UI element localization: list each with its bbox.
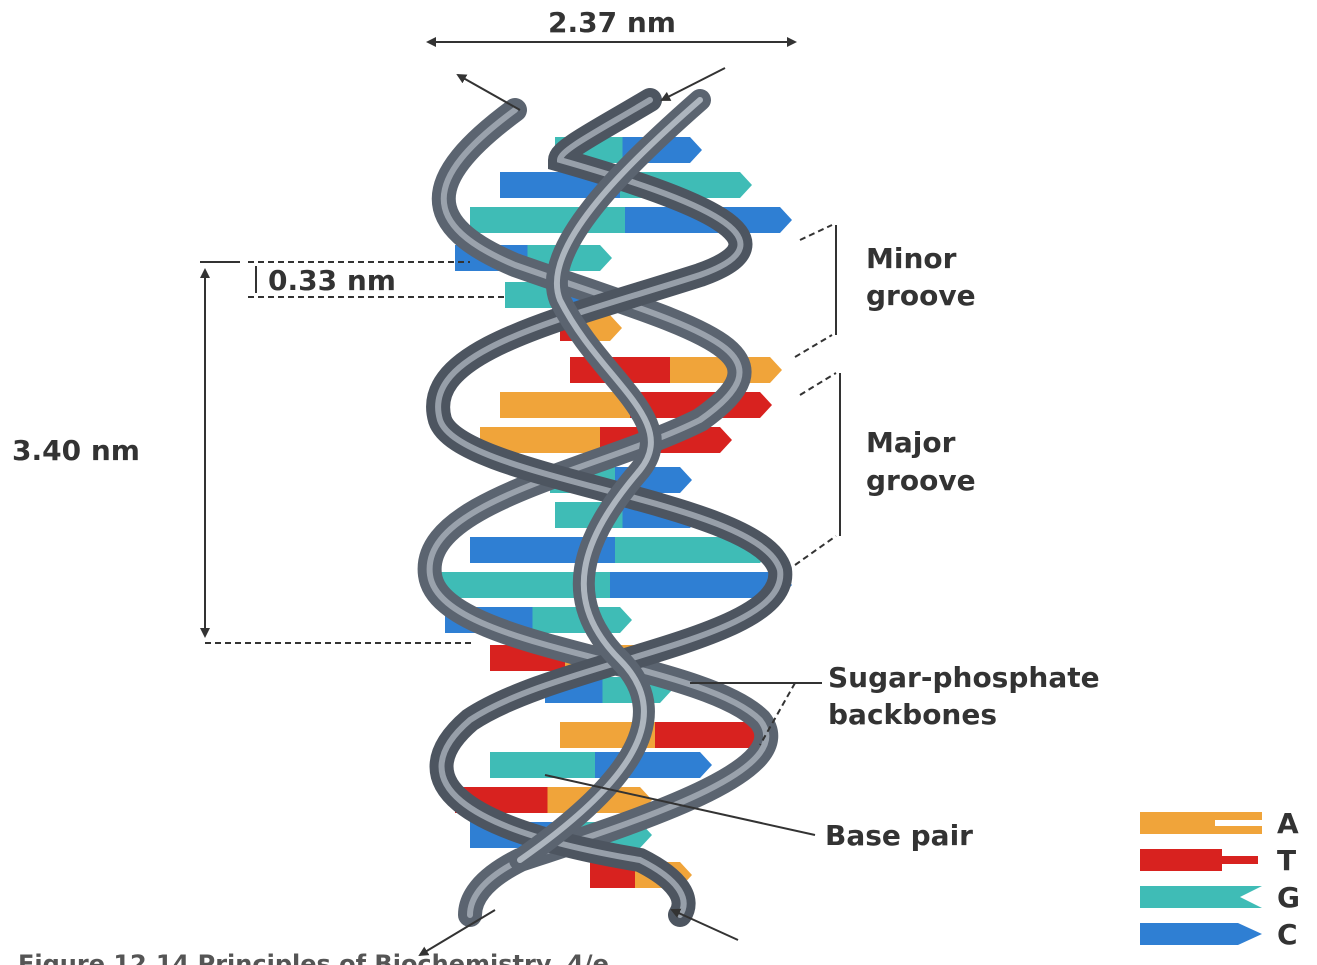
base-pair-label: Base pair (825, 819, 973, 852)
minor-groove-bracket: Minor groove (795, 225, 976, 357)
backbone-label-line2: backbones (828, 698, 997, 731)
legend-swatch-t (1140, 849, 1258, 871)
figure-caption: Figure 12.14 Principles of Biochemistry,… (18, 950, 609, 965)
major-groove-label-line2: groove (866, 464, 976, 497)
width-label: 2.37 nm (548, 6, 676, 39)
pitch-dimension: 3.40 nm (12, 262, 475, 643)
base-T-16 (655, 722, 762, 748)
base-legend: ATGC (1140, 807, 1300, 951)
base-G-17 (490, 752, 595, 778)
base-A-7 (500, 392, 630, 418)
legend-swatch-c (1140, 923, 1262, 945)
backbone-label-line1: Sugar-phosphate (828, 661, 1100, 694)
legend-label-a: A (1277, 807, 1299, 840)
legend-swatch-a (1140, 812, 1262, 834)
minor-groove-label-line2: groove (866, 279, 976, 312)
rise-label: 0.33 nm (268, 264, 396, 297)
legend-label-g: G (1277, 881, 1300, 914)
major-groove-bracket: Major groove (795, 373, 976, 565)
pitch-label: 3.40 nm (12, 434, 140, 467)
major-groove-label-line1: Major (866, 426, 956, 459)
width-dimension: 2.37 nm (428, 6, 795, 42)
legend-label-c: C (1277, 918, 1298, 951)
legend-swatch-g (1140, 886, 1262, 908)
minor-groove-label-line1: Minor (866, 242, 957, 275)
legend-label-t: T (1277, 844, 1296, 877)
